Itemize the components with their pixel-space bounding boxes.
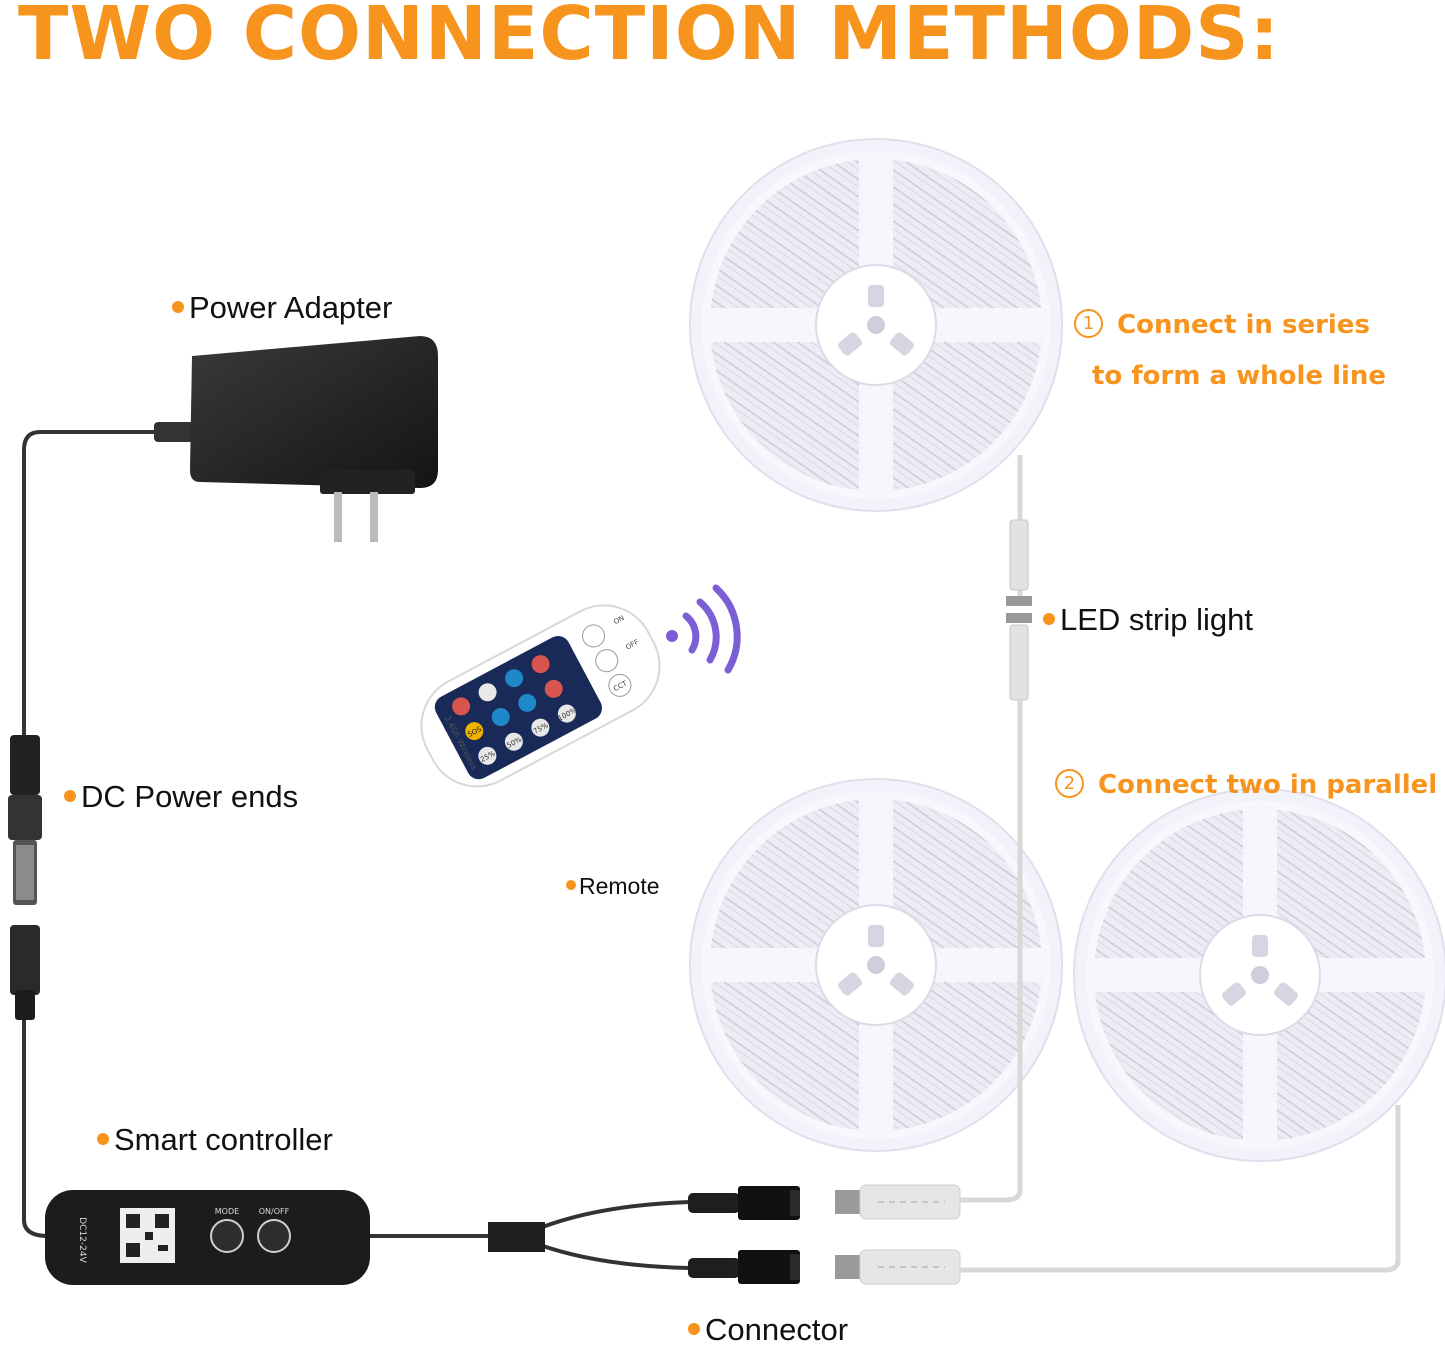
splitter-hub <box>488 1222 545 1252</box>
label-smart-controller-text: Smart controller <box>114 1122 333 1157</box>
black-connector-top <box>688 1186 800 1220</box>
label-smart-controller: Smart controller <box>97 1124 333 1155</box>
label-connector-text: Connector <box>705 1312 849 1347</box>
label-remote-text: Remote <box>579 873 660 899</box>
strip-connector-top <box>835 1184 961 1220</box>
remote-device <box>420 604 661 788</box>
bullet-dot <box>172 300 184 313</box>
controller-power-key: ON/OFF <box>259 1207 290 1216</box>
controller-dc-rating: DC12-24V <box>77 1217 87 1263</box>
wireless-signal-icon <box>666 584 741 674</box>
label-power-adapter: Power Adapter <box>172 292 392 323</box>
label-connector: Connector <box>688 1314 848 1345</box>
series-plug-bottom <box>1009 624 1029 701</box>
controller-mode-key: MODE <box>215 1207 239 1216</box>
method-parallel-line1: Connect two in parallel <box>1098 770 1438 800</box>
dc-female-plug <box>10 925 40 1020</box>
series-pins-top <box>1006 596 1032 606</box>
label-remote: Remote <box>566 875 660 898</box>
bullet-dot <box>64 789 76 802</box>
label-led-strip-light: LED strip light <box>1043 604 1253 635</box>
bullet-dot <box>566 879 576 890</box>
label-led-strip-light-text: LED strip light <box>1060 602 1253 637</box>
method-series: 1 Connect in series <box>1074 309 1370 340</box>
series-plug-top <box>1009 519 1029 591</box>
black-connector-bottom <box>688 1250 800 1284</box>
method-series-number: 1 <box>1074 309 1103 338</box>
adapter-cable <box>22 430 192 735</box>
label-power-adapter-text: Power Adapter <box>189 290 393 325</box>
label-dc-power-ends-text: DC Power ends <box>81 779 299 814</box>
method-parallel: 2 Connect two in parallel <box>1055 769 1438 800</box>
strip-connector-bottom <box>835 1249 961 1285</box>
headline: TWO CONNECTION METHODS: <box>18 0 1281 77</box>
led-reel-bottom-left <box>690 779 1062 1151</box>
smart-controller-device <box>45 1190 370 1285</box>
bullet-dot <box>1043 612 1055 625</box>
controller-input-cable <box>22 1010 49 1238</box>
method-parallel-number: 2 <box>1055 769 1084 798</box>
splitter-cable-upper <box>539 1200 691 1230</box>
series-pins-bottom <box>1006 613 1032 623</box>
method-series-line1: Connect in series <box>1117 310 1370 340</box>
series-return-cable <box>950 700 1023 1203</box>
splitter-cable-lower <box>539 1243 691 1270</box>
led-reel-bottom-right <box>1074 789 1445 1161</box>
power-adapter-device <box>154 336 438 542</box>
parallel-return-cable <box>950 1105 1401 1273</box>
bullet-dot <box>688 1322 700 1335</box>
label-dc-power-ends: DC Power ends <box>64 781 298 812</box>
led-reel-top <box>690 139 1062 511</box>
dc-male-plug <box>8 735 42 905</box>
bullet-dot <box>97 1132 109 1145</box>
method-series-line2: to form a whole line <box>1092 361 1387 391</box>
